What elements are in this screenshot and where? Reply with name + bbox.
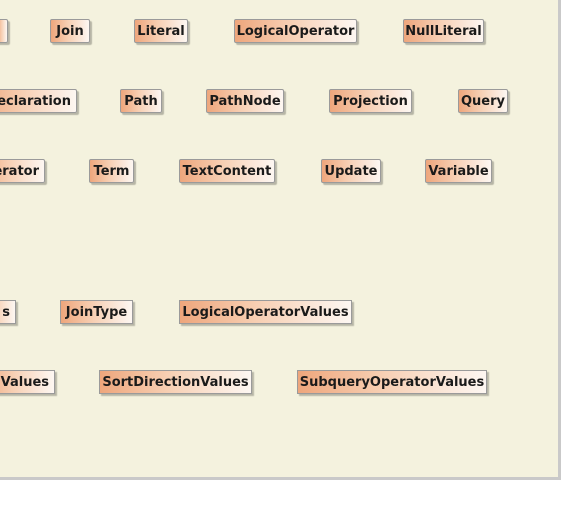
class-node-variable[interactable]: Variable <box>425 159 492 183</box>
diagram-canvas: Join Literal LogicalOperator NullLiteral… <box>0 0 561 480</box>
class-node-logical-operator[interactable]: LogicalOperator <box>234 19 357 43</box>
class-node-truncated[interactable] <box>0 19 8 43</box>
class-node-path[interactable]: Path <box>120 89 162 113</box>
enum-node-truncated[interactable]: s <box>0 300 16 324</box>
class-node-declaration[interactable]: eclaration <box>0 89 77 113</box>
class-node-join[interactable]: Join <box>50 19 90 43</box>
class-node-term[interactable]: Term <box>89 159 134 183</box>
class-node-null-literal[interactable]: NullLiteral <box>403 19 484 43</box>
enum-node-logical-operator-values[interactable]: LogicalOperatorValues <box>179 300 352 324</box>
class-node-operator[interactable]: erator <box>0 159 45 183</box>
enum-node-sort-direction-values[interactable]: SortDirectionValues <box>99 370 252 394</box>
class-node-literal[interactable]: Literal <box>134 19 188 43</box>
class-node-query[interactable]: Query <box>458 89 508 113</box>
enum-node-join-type[interactable]: JoinType <box>60 300 133 324</box>
class-node-text-content[interactable]: TextContent <box>179 159 275 183</box>
enum-node-subquery-operator-values[interactable]: SubqueryOperatorValues <box>297 370 487 394</box>
class-node-path-node[interactable]: PathNode <box>206 89 284 113</box>
enum-node-values[interactable]: Values <box>0 370 55 394</box>
class-node-update[interactable]: Update <box>321 159 381 183</box>
class-node-projection[interactable]: Projection <box>329 89 412 113</box>
